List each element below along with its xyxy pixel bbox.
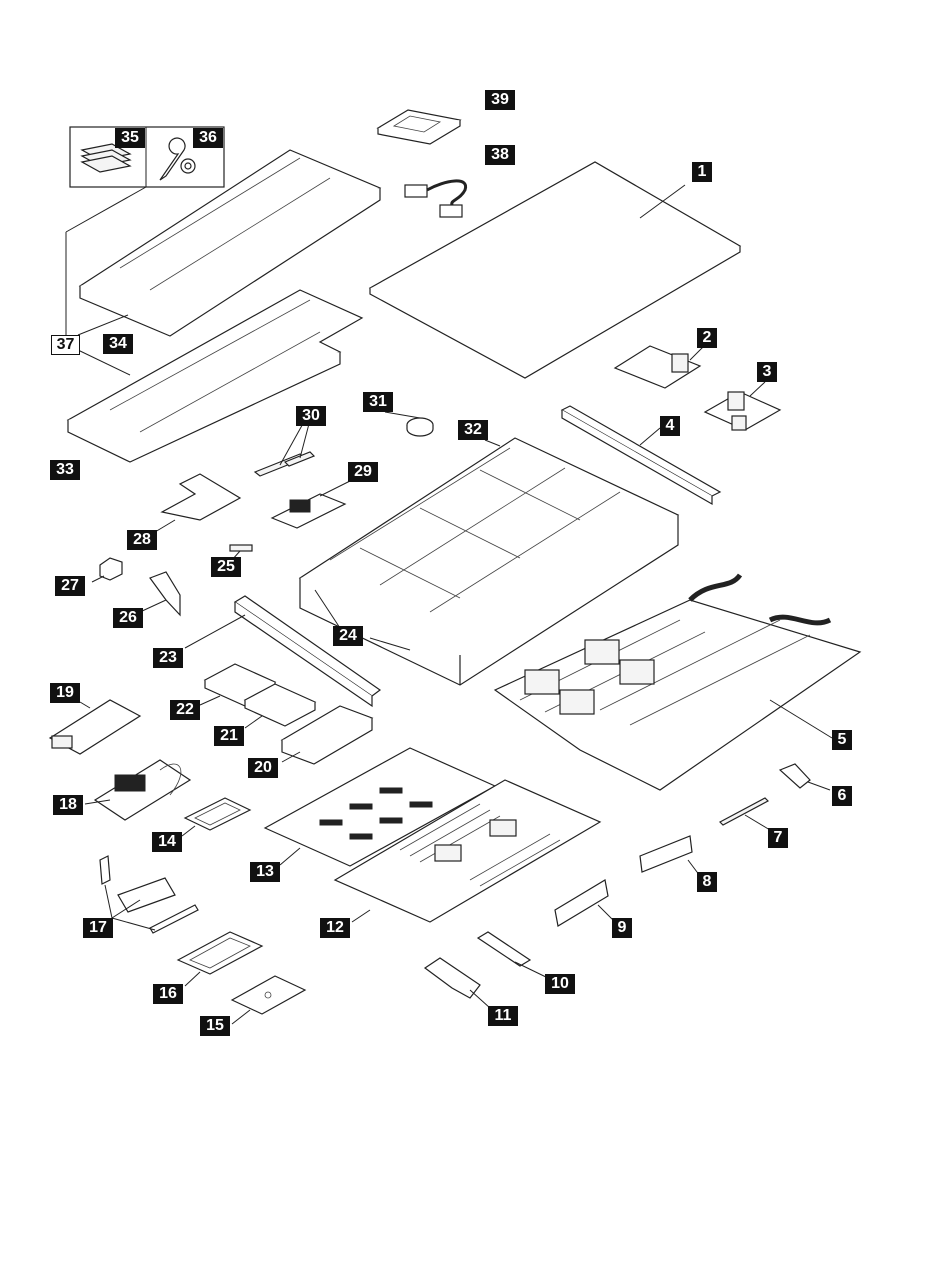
part-2 (615, 345, 705, 388)
callout-16: 16 (153, 984, 183, 1004)
callout-13: 13 (250, 862, 280, 882)
part-9 (555, 880, 615, 926)
callout-22: 22 (170, 700, 200, 720)
callout-19: 19 (50, 683, 80, 703)
part-30 (255, 420, 314, 476)
part-15 (232, 976, 305, 1024)
callout-27: 27 (55, 576, 85, 596)
callout-24: 24 (333, 626, 363, 646)
part-17 (100, 856, 198, 933)
part-26 (140, 572, 180, 615)
part-11 (425, 958, 490, 1008)
part-28 (150, 474, 240, 535)
part-14 (182, 798, 250, 836)
callout-17: 17 (83, 918, 113, 938)
part-38 (405, 181, 466, 217)
callout-4: 4 (660, 416, 680, 436)
part-27 (92, 558, 122, 582)
callout-36: 36 (193, 128, 223, 148)
callout-7: 7 (768, 828, 788, 848)
callout-18: 18 (53, 795, 83, 815)
callout-12: 12 (320, 918, 350, 938)
callout-11: 11 (488, 1006, 518, 1026)
part-29 (272, 480, 352, 528)
part-7 (720, 798, 770, 830)
callout-23: 23 (153, 648, 183, 668)
callout-14: 14 (152, 832, 182, 852)
callout-2: 2 (697, 328, 717, 348)
part-3 (705, 382, 780, 430)
callout-20: 20 (248, 758, 278, 778)
callout-25: 25 (211, 557, 241, 577)
callout-5: 5 (832, 730, 852, 750)
callout-39: 39 (485, 90, 515, 110)
part-19 (50, 700, 140, 754)
callout-10: 10 (545, 974, 575, 994)
part-39 (378, 110, 460, 144)
callout-3: 3 (757, 362, 777, 382)
callout-28: 28 (127, 530, 157, 550)
part-31 (385, 412, 433, 436)
callout-1: 1 (692, 162, 712, 182)
part-18 (85, 760, 190, 820)
callout-33: 33 (50, 460, 80, 480)
callout-6: 6 (832, 786, 852, 806)
callout-35: 35 (115, 128, 145, 148)
callout-37: 37 (51, 335, 80, 355)
part-33 (68, 290, 362, 462)
part-10 (478, 932, 548, 978)
part-8 (640, 836, 700, 876)
callout-31: 31 (363, 392, 393, 412)
callout-30: 30 (296, 406, 326, 426)
callout-21: 21 (214, 726, 244, 746)
callout-15: 15 (200, 1016, 230, 1036)
part-6 (780, 764, 830, 790)
part-16 (178, 932, 262, 986)
callout-29: 29 (348, 462, 378, 482)
callout-9: 9 (612, 918, 632, 938)
callout-38: 38 (485, 145, 515, 165)
callout-8: 8 (697, 872, 717, 892)
callout-34: 34 (103, 334, 133, 354)
callout-26: 26 (113, 608, 143, 628)
callout-32: 32 (458, 420, 488, 440)
